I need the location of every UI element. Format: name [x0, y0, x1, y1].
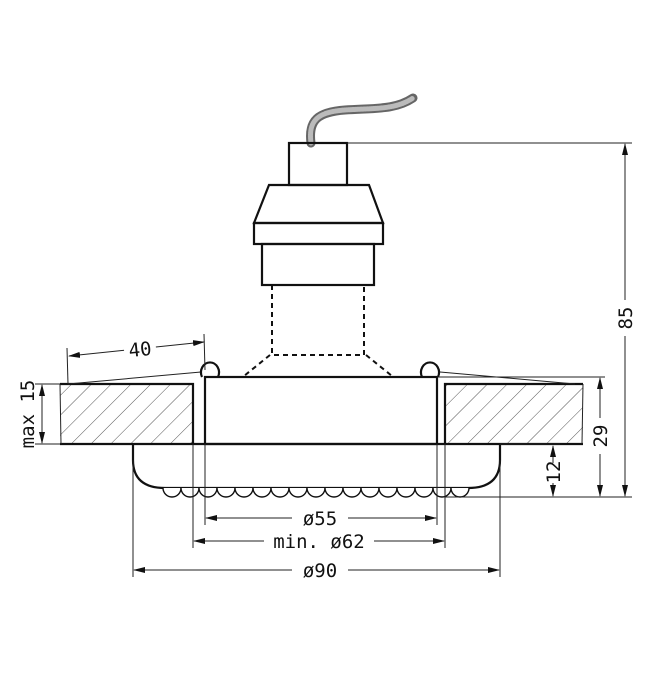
- crystal-bead: [180, 487, 200, 498]
- socket: [252, 141, 385, 287]
- crystal-bead: [342, 487, 362, 498]
- crystal-bead: [360, 487, 380, 498]
- fixture-body: [203, 375, 439, 446]
- dim-40-gap: [122, 336, 158, 362]
- extension-lines: [35, 142, 632, 577]
- dim-fixture-height: 29: [590, 425, 612, 448]
- crystal-bead: [432, 487, 452, 498]
- dim-total-height: 85: [615, 307, 637, 330]
- crystal-bead: [252, 487, 272, 498]
- dim-cutout-offset: 40: [128, 338, 153, 362]
- crystal-bead: [306, 487, 326, 498]
- dim-max-thickness: max 15: [17, 380, 39, 449]
- cable-texture: [307, 95, 416, 146]
- dim-cutout-diameter: min. ø62: [273, 531, 365, 553]
- dim-outer-diameter: ø90: [303, 560, 337, 582]
- crystal-bead: [288, 487, 308, 498]
- crystal-bead: [162, 487, 182, 498]
- hidden-lamp-outline: [243, 285, 393, 377]
- crystal-bead: [216, 487, 236, 498]
- crystal-bead: [396, 487, 416, 498]
- crystal-beads: [162, 487, 470, 498]
- crystal-bead: [414, 487, 434, 498]
- crystal-bead: [198, 487, 218, 498]
- crystal-bead: [378, 487, 398, 498]
- ceiling-section: [59, 382, 584, 446]
- dim-inner-diameter: ø55: [303, 508, 337, 530]
- crystal-bead: [234, 487, 254, 498]
- dim-visible-height: 12: [543, 461, 565, 484]
- crystal-bead: [450, 487, 470, 498]
- spring-clips: [67, 361, 576, 385]
- crystal-bead: [270, 487, 290, 498]
- crystal-bead: [324, 487, 344, 498]
